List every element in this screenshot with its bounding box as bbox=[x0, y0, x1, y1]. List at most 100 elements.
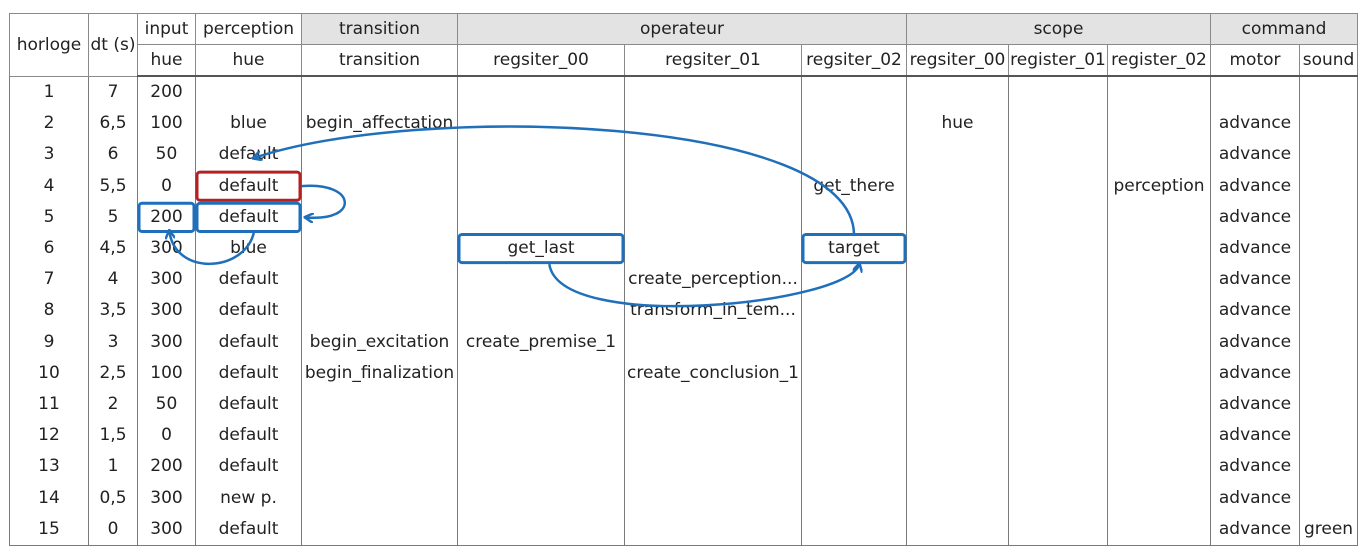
cell-sc1 bbox=[1008, 420, 1109, 452]
cell-sc1 bbox=[1008, 170, 1109, 202]
cell-hue-per: blue bbox=[195, 108, 302, 140]
cell-transition bbox=[301, 264, 458, 296]
cell-sound bbox=[1299, 451, 1359, 483]
spreadsheet-area: horloge dt (s) input perception transiti… bbox=[9, 13, 1359, 546]
cell-sc0 bbox=[906, 482, 1010, 514]
cell-sc1 bbox=[1008, 388, 1109, 421]
cell-horloge: 11 bbox=[9, 388, 89, 421]
cell-sc1 bbox=[1008, 76, 1109, 109]
cell-motor: advance bbox=[1210, 108, 1301, 140]
cell-hue-in: 200 bbox=[137, 201, 196, 233]
cell-hue-in: 200 bbox=[137, 451, 196, 483]
cell-transition bbox=[301, 170, 458, 202]
cell-hue-per: default bbox=[195, 513, 302, 546]
cell-motor: advance bbox=[1210, 295, 1301, 327]
cell-dt: 6,5 bbox=[88, 108, 138, 140]
cell-sc2 bbox=[1107, 482, 1212, 514]
cell-hue-in: 300 bbox=[137, 326, 196, 358]
header-row-columns: hue hue transition regsiter_00 regsiter_… bbox=[10, 44, 1359, 77]
cell-sc1 bbox=[1008, 201, 1109, 233]
cell-sc2: perception bbox=[1107, 170, 1212, 202]
cell-op1 bbox=[624, 388, 802, 421]
cell-op1 bbox=[624, 513, 802, 546]
cell-transition bbox=[301, 420, 458, 452]
cell-sc2 bbox=[1107, 420, 1212, 452]
cell-transition: begin_excitation bbox=[301, 326, 458, 358]
header-sub-scope-reg0: regsiter_00 bbox=[906, 44, 1010, 77]
cell-transition bbox=[301, 76, 458, 109]
cell-hue-in: 0 bbox=[137, 170, 196, 202]
header-row-groups: horloge dt (s) input perception transiti… bbox=[9, 13, 1359, 77]
cell-transition bbox=[301, 513, 458, 546]
cell-motor: advance bbox=[1210, 139, 1301, 171]
cell-op0 bbox=[457, 108, 625, 140]
cell-op1: create_perception... bbox=[624, 264, 802, 296]
cell-sound bbox=[1299, 232, 1359, 265]
header-sub-motor: motor bbox=[1210, 44, 1301, 77]
cell-hue-per: default bbox=[195, 357, 302, 389]
cell-sc0 bbox=[906, 264, 1010, 296]
header-sub-op-reg0: regsiter_00 bbox=[457, 44, 625, 77]
cell-hue-per: default bbox=[195, 264, 302, 296]
cell-horloge: 4 bbox=[9, 170, 89, 202]
cell-op1 bbox=[624, 451, 802, 483]
cell-motor: advance bbox=[1210, 326, 1301, 358]
cell-hue-in: 300 bbox=[137, 295, 196, 327]
cell-op0 bbox=[457, 513, 625, 546]
cell-dt: 4,5 bbox=[88, 232, 138, 265]
cell-op0 bbox=[457, 139, 625, 171]
cell-hue-in: 200 bbox=[137, 76, 196, 109]
cell-transition bbox=[301, 232, 458, 265]
cell-motor: advance bbox=[1210, 482, 1301, 514]
header-perception: perception bbox=[195, 13, 302, 45]
cell-op1: transform_in_tem... bbox=[624, 295, 802, 327]
cell-dt: 6 bbox=[88, 139, 138, 171]
header-sub-transition: transition bbox=[301, 44, 458, 77]
cell-transition bbox=[301, 482, 458, 514]
cell-hue-in: 0 bbox=[137, 420, 196, 452]
cell-hue-per: default bbox=[195, 388, 302, 421]
cell-sc1 bbox=[1008, 232, 1109, 265]
cell-hue-in: 300 bbox=[137, 482, 196, 514]
cell-motor: advance bbox=[1210, 264, 1301, 296]
cell-horloge: 13 bbox=[9, 451, 89, 483]
cell-hue-in: 50 bbox=[137, 139, 196, 171]
cell-sc1 bbox=[1008, 513, 1109, 546]
cell-motor: advance bbox=[1210, 420, 1301, 452]
cell-sc1 bbox=[1008, 108, 1109, 140]
cell-sc1 bbox=[1008, 482, 1109, 514]
cell-sc2 bbox=[1107, 76, 1212, 109]
header-transition: transition bbox=[301, 13, 458, 45]
cell-sound bbox=[1299, 388, 1359, 421]
cell-hue-per: default bbox=[195, 420, 302, 452]
cell-op2: get_there bbox=[800, 170, 908, 202]
cell-horloge: 10 bbox=[9, 357, 89, 389]
cell-hue-per: default bbox=[195, 326, 302, 358]
cell-sound bbox=[1299, 420, 1359, 452]
cell-op0 bbox=[457, 76, 625, 109]
cell-transition bbox=[301, 295, 458, 327]
cell-sound bbox=[1299, 108, 1359, 140]
cell-sc2 bbox=[1107, 295, 1212, 327]
cell-horloge: 1 bbox=[9, 76, 89, 109]
cell-op0 bbox=[457, 170, 625, 202]
cell-op1 bbox=[624, 170, 802, 202]
header-dt: dt (s) bbox=[88, 13, 138, 77]
cell-sound bbox=[1299, 201, 1359, 233]
cell-op1 bbox=[624, 482, 802, 514]
cell-sc1 bbox=[1008, 357, 1109, 389]
cell-hue-per: default bbox=[195, 201, 302, 233]
cell-horloge: 15 bbox=[9, 513, 89, 546]
cell-motor: advance bbox=[1210, 357, 1301, 389]
cell-dt: 1 bbox=[88, 451, 138, 483]
cell-transition: begin_affectation bbox=[301, 108, 458, 140]
cell-sc1 bbox=[1008, 139, 1109, 171]
